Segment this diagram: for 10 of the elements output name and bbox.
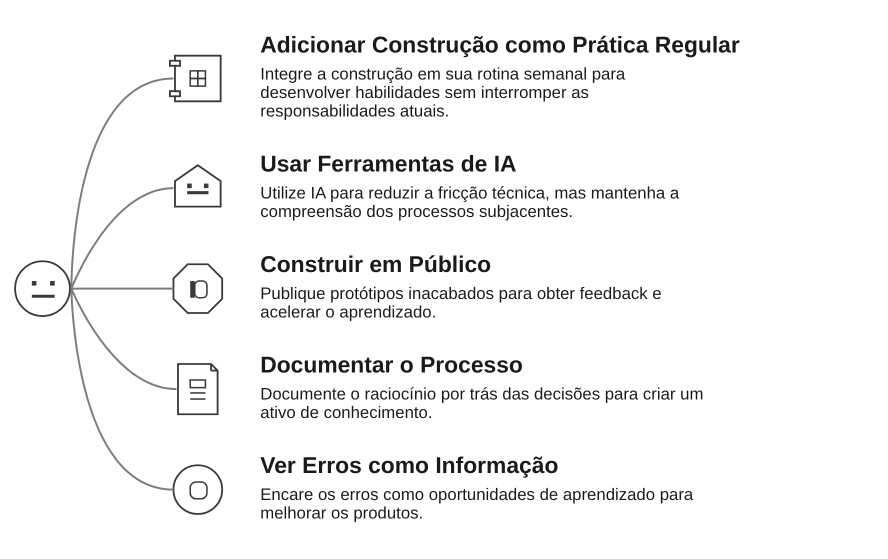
node-label: Documente o raciocínio por trás das decisões para criar um ativo de conhecimento. (260, 384, 703, 422)
node-label: Ver Erros como Informação (260, 452, 558, 478)
node-label: Usar Ferramentas de IA (260, 150, 516, 176)
node-label: Utilize IA para reduzir a fricção técnica, mas mantenha a compreensão dos processos subjacentes. (260, 183, 679, 221)
node-label: Documentar o Processo (260, 351, 522, 378)
node-label: Adicionar Construção como Prática Regular (260, 32, 740, 58)
node-label: Construir em Público (260, 250, 491, 277)
node-label: Encare os erros como oportunidades de aprendizado para melhorar os produtos. (260, 484, 693, 522)
node-label: Integre a construção em sua rotina semanal para desenvolver habilidades sem interromper as responsabilidades atuais. (260, 64, 625, 120)
node-label: Publique protótipos inacabados para obter feedback e acelerar o aprendizado. (260, 284, 662, 322)
